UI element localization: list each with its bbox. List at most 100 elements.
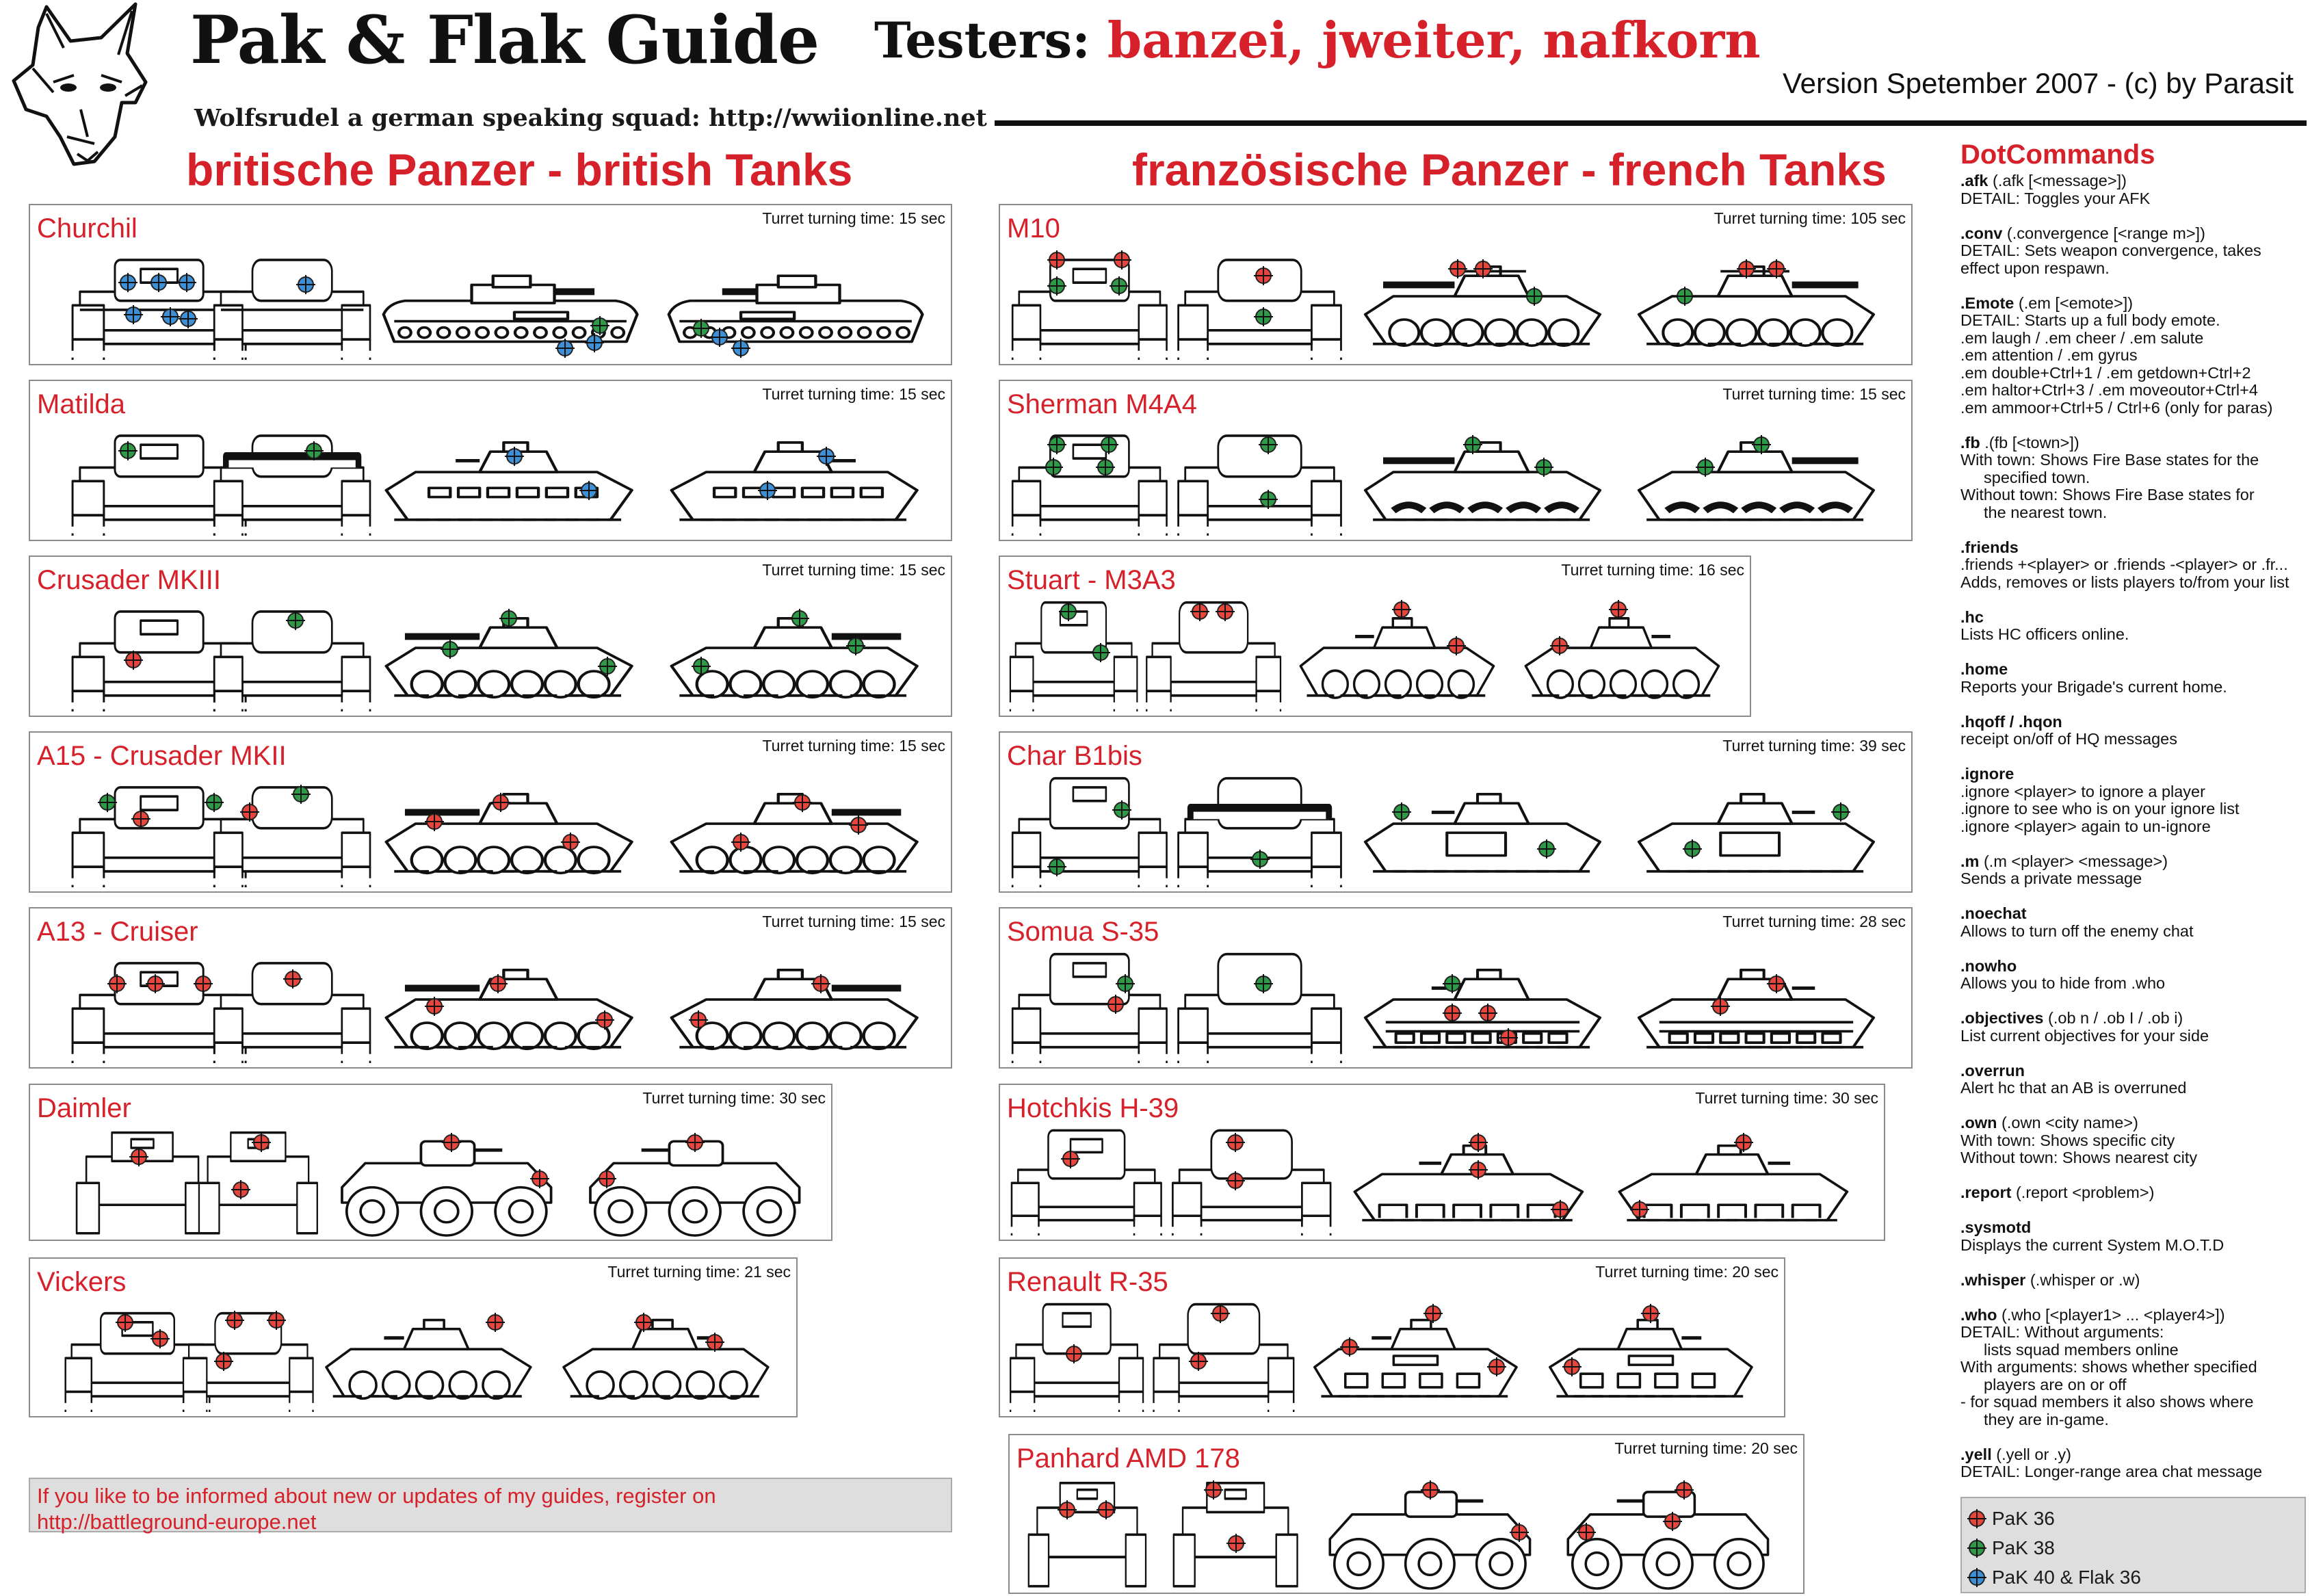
version-text: Version Spetember 2007 - (c) by Parasit: [1782, 67, 2294, 99]
right-side-view: [1629, 422, 1884, 536]
pak36-weakspot-marker: [1549, 636, 1569, 655]
dotcommand-header: .noechat: [1960, 904, 2306, 923]
dotcommand-header: .report (.report <problem>): [1960, 1183, 2306, 1202]
tank-drawing: [1177, 434, 1342, 536]
dotcommand-detail: they are in-game.: [1984, 1410, 2109, 1428]
pak36-weakspot-marker: [811, 973, 831, 993]
front-view: [1008, 774, 1172, 887]
turret-turning-time: Turret turning time: 16 sec: [1561, 561, 1744, 579]
dotcommand-entry: .yell (.yell or .y)DETAIL: Longer-range …: [1960, 1445, 2306, 1481]
pak36-weakspot-marker: [1216, 601, 1235, 621]
tank-drawing: [1524, 617, 1720, 699]
tank-drawing: [1618, 1144, 1849, 1222]
pak36-weakspot-marker: [1509, 1523, 1529, 1542]
notice-line-1: If you like to be informed about new or …: [37, 1484, 716, 1508]
tank-drawing: [213, 434, 371, 536]
dotcommand-detail: Sends a private message: [1960, 869, 2142, 887]
pak36-weakspot-marker: [560, 832, 580, 852]
tank-drawing: [1637, 969, 1876, 1049]
pak36-weakspot-marker: [1641, 1303, 1661, 1323]
dotcommand-detail: Reports your Brigade's current home.: [1960, 677, 2227, 696]
pak38-weakspot-marker: [691, 318, 711, 338]
pak36-weakspot-marker: [1443, 1003, 1462, 1023]
pak38-weakspot-marker: [1524, 287, 1544, 306]
turret-turning-time: Turret turning time: 105 sec: [1714, 209, 1906, 227]
legend-item: PaK 36: [1967, 1504, 2298, 1533]
pak38-weakspot-marker: [1830, 802, 1850, 822]
pak40-weakspot-marker: [149, 273, 169, 293]
left-side-view: [1355, 774, 1610, 887]
testers-names: banzei, jweiter, nafkorn: [1107, 11, 1761, 69]
dotcommand-detail: With arguments: shows whether specified: [1960, 1358, 2257, 1376]
legend-item: PaK 40 & Flak 36: [1967, 1562, 2298, 1592]
dotcommand-detail: - for squad members it also shows where: [1960, 1393, 2254, 1411]
tank-views: [30, 1300, 796, 1412]
dotcommand-name: .Emote: [1960, 293, 2014, 312]
pak38-weakspot-marker: [1253, 306, 1273, 326]
pak36-weakspot-marker: [1767, 973, 1787, 993]
tank-drawing: [670, 793, 919, 875]
dotcommand-entry: .who (.who [<player1> ... <player4>])DET…: [1960, 1305, 2306, 1429]
pak36-weakspot-marker: [634, 1312, 654, 1332]
tank-drawing: [670, 969, 919, 1051]
rear-view: [1173, 774, 1346, 887]
tank-views: [30, 246, 951, 360]
dotcommand-detail: Alert hc that an AB is overruned: [1960, 1079, 2187, 1097]
dotcommand-entry: .overrun Alert hc that an AB is overrune…: [1960, 1062, 2306, 1097]
pak40-weakspot-marker: [176, 273, 196, 293]
pak38-weakspot-marker: [1090, 642, 1110, 662]
front-view: [62, 1126, 222, 1235]
dotcommand-entry: .report (.report <problem>): [1960, 1183, 2306, 1202]
dotcommand-detail: DETAIL: Without arguments:: [1960, 1323, 2164, 1341]
pak38-weakspot-marker: [1116, 973, 1136, 993]
tank-drawing: [1637, 793, 1876, 873]
dotcommand-detail: .em double+Ctrl+1 / .em getdown+Ctrl+2: [1960, 363, 2251, 382]
tank-drawing: [325, 1318, 532, 1400]
dotcommand-entry: .m (.m <player> <message>)Sends a privat…: [1960, 852, 2306, 888]
pak36-weakspot-marker: [705, 1333, 725, 1352]
pak36-weakspot-marker: [115, 1312, 135, 1332]
rear-view: [1173, 246, 1346, 360]
dotcommand-args: (.who [<player1> ... <player4>]): [1997, 1305, 2225, 1324]
tank-name: M10: [1007, 213, 1060, 244]
tank-views: [1000, 1300, 1784, 1412]
notice-link[interactable]: http://battleground-europe.net: [37, 1510, 317, 1534]
turret-turning-time: Turret turning time: 30 sec: [642, 1089, 826, 1107]
dotcommand-args: (.em [<emote>]): [2014, 293, 2134, 312]
dotcommand-name: .own: [1960, 1114, 1997, 1131]
pak36-weakspot-marker: [239, 802, 259, 822]
tank-drawing: [1364, 793, 1602, 873]
dotcommand-header: .conv (.convergence [<range m>]): [1960, 224, 2306, 243]
rear-view: [1142, 598, 1285, 711]
dotcommand-entry: .conv (.convergence [<range m>])DETAIL: …: [1960, 224, 2306, 278]
tank-views: [30, 950, 951, 1063]
dotcommand-name: .report: [1960, 1183, 2012, 1201]
dotcommand-name: .yell: [1960, 1445, 1992, 1463]
turret-turning-time: Turret turning time: 20 sec: [1614, 1439, 1798, 1457]
tank-views: [1000, 950, 1911, 1063]
right-side-view: [1541, 1300, 1761, 1412]
dotcommand-detail: With town: Shows Fire Base states for th…: [1960, 451, 2259, 469]
dotcommand-name: .home: [1960, 660, 2008, 678]
pak36-weakspot-marker: [123, 651, 143, 670]
newsletter-notice: If you like to be informed about new or …: [29, 1478, 952, 1534]
tank-name: Hotchkis H-39: [1007, 1093, 1179, 1123]
dotcommand-detail: specified town.: [1984, 468, 2090, 486]
tank-drawing: [1146, 601, 1282, 711]
french-tank-panel: M10 Turret turning time: 105 sec: [999, 204, 1913, 365]
legend-label: PaK 40 & Flak 36: [1992, 1566, 2141, 1588]
dotcommand-header: .home: [1960, 660, 2306, 679]
right-side-view: [661, 422, 928, 536]
pak38-weakspot-marker: [441, 639, 460, 659]
dotcommand-header: .own (.own <city name>): [1960, 1114, 2306, 1132]
dotcommand-header: .m (.m <player> <message>): [1960, 852, 2306, 871]
dotcommand-args: (.convergence [<range m>]): [2002, 224, 2205, 242]
pak40-weakspot-marker: [579, 480, 599, 500]
tank-drawing: [213, 610, 371, 711]
pak36-weakspot-marker: [529, 1168, 549, 1188]
pak36-weakspot-marker: [1469, 1133, 1488, 1152]
